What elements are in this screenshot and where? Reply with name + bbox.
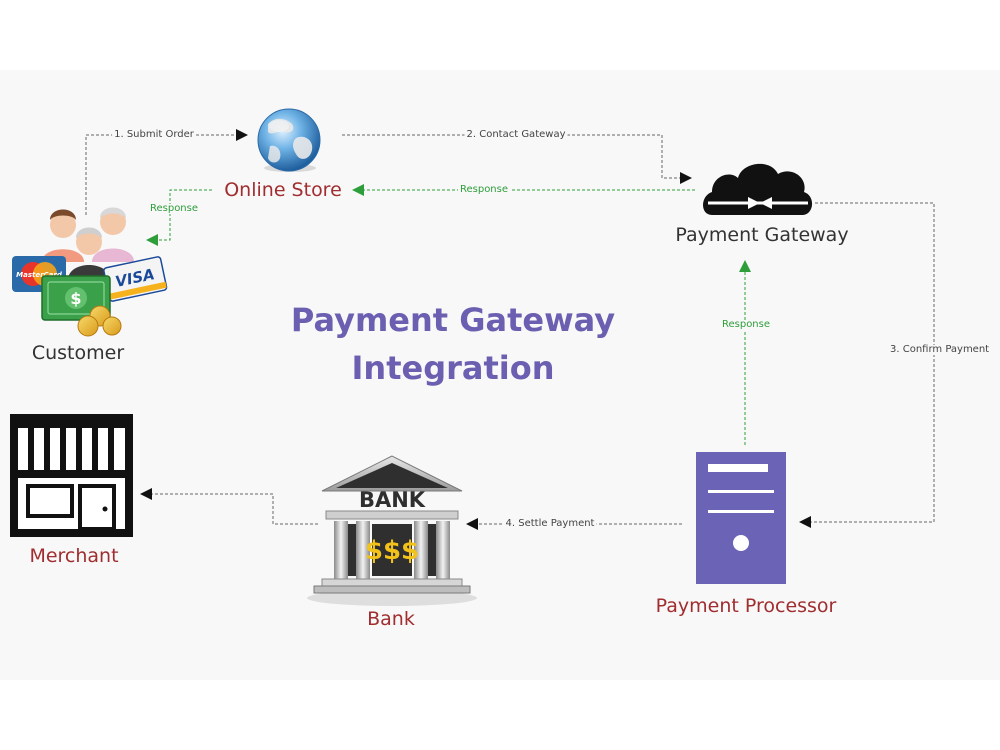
arrowhead-response-store-customer [146, 234, 158, 246]
mastercard-text: MasterCard [16, 271, 63, 279]
connector-response-store-customer [156, 189, 212, 241]
diagram-title-line-2: Integration [351, 349, 555, 387]
edge-label-submit-order: 1. Submit Order [112, 129, 196, 140]
edge-label-response-processor-gateway: Response [719, 319, 773, 330]
edge-label-contact-gateway: 2. Contact Gateway [464, 129, 568, 140]
arrowhead-submit-order [236, 129, 248, 141]
bank-label: Bank [367, 608, 415, 630]
edge-label-confirm-payment: 3. Confirm Payment [888, 344, 992, 355]
server-icon [696, 452, 786, 584]
payment-gateway-label: Payment Gateway [675, 224, 849, 246]
edge-label-response-store-customer: Response [147, 203, 201, 214]
bank-sign-text: BANK [359, 488, 426, 512]
globe-icon [257, 108, 321, 172]
arrowhead-contact-gateway [680, 172, 692, 184]
online-store-label: Online Store [224, 179, 342, 201]
arrowhead-response-processor-gateway [739, 260, 751, 272]
bank-money-text: $$$ [365, 536, 419, 566]
storefront-icon [10, 414, 133, 537]
diagram-title: Payment Gateway Integration [291, 296, 615, 392]
connector-contact-gateway [342, 134, 680, 179]
arrowhead-bank-merchant [140, 488, 152, 500]
edge-label-settle-payment: 4. Settle Payment [503, 518, 597, 529]
edge-label-response-gateway-store: Response [457, 184, 511, 195]
connector-confirm-payment [811, 202, 935, 523]
connector-bank-merchant [152, 493, 318, 525]
cloud-icon [703, 163, 813, 215]
bank-building-icon: BANK $$$ [307, 455, 477, 606]
customer-with-cards-icon: VISA MasterCard $ [12, 207, 168, 337]
merchant-label: Merchant [29, 545, 119, 567]
customer-label: Customer [31, 342, 125, 364]
svg-text:$: $ [70, 289, 81, 308]
arrowhead-settle-payment [466, 518, 478, 530]
payment-processor-label: Payment Processor [655, 595, 837, 617]
arrowhead-response-gateway-store [352, 184, 364, 196]
diagram-title-line-1: Payment Gateway [290, 301, 616, 339]
arrowhead-confirm-payment [799, 516, 811, 528]
